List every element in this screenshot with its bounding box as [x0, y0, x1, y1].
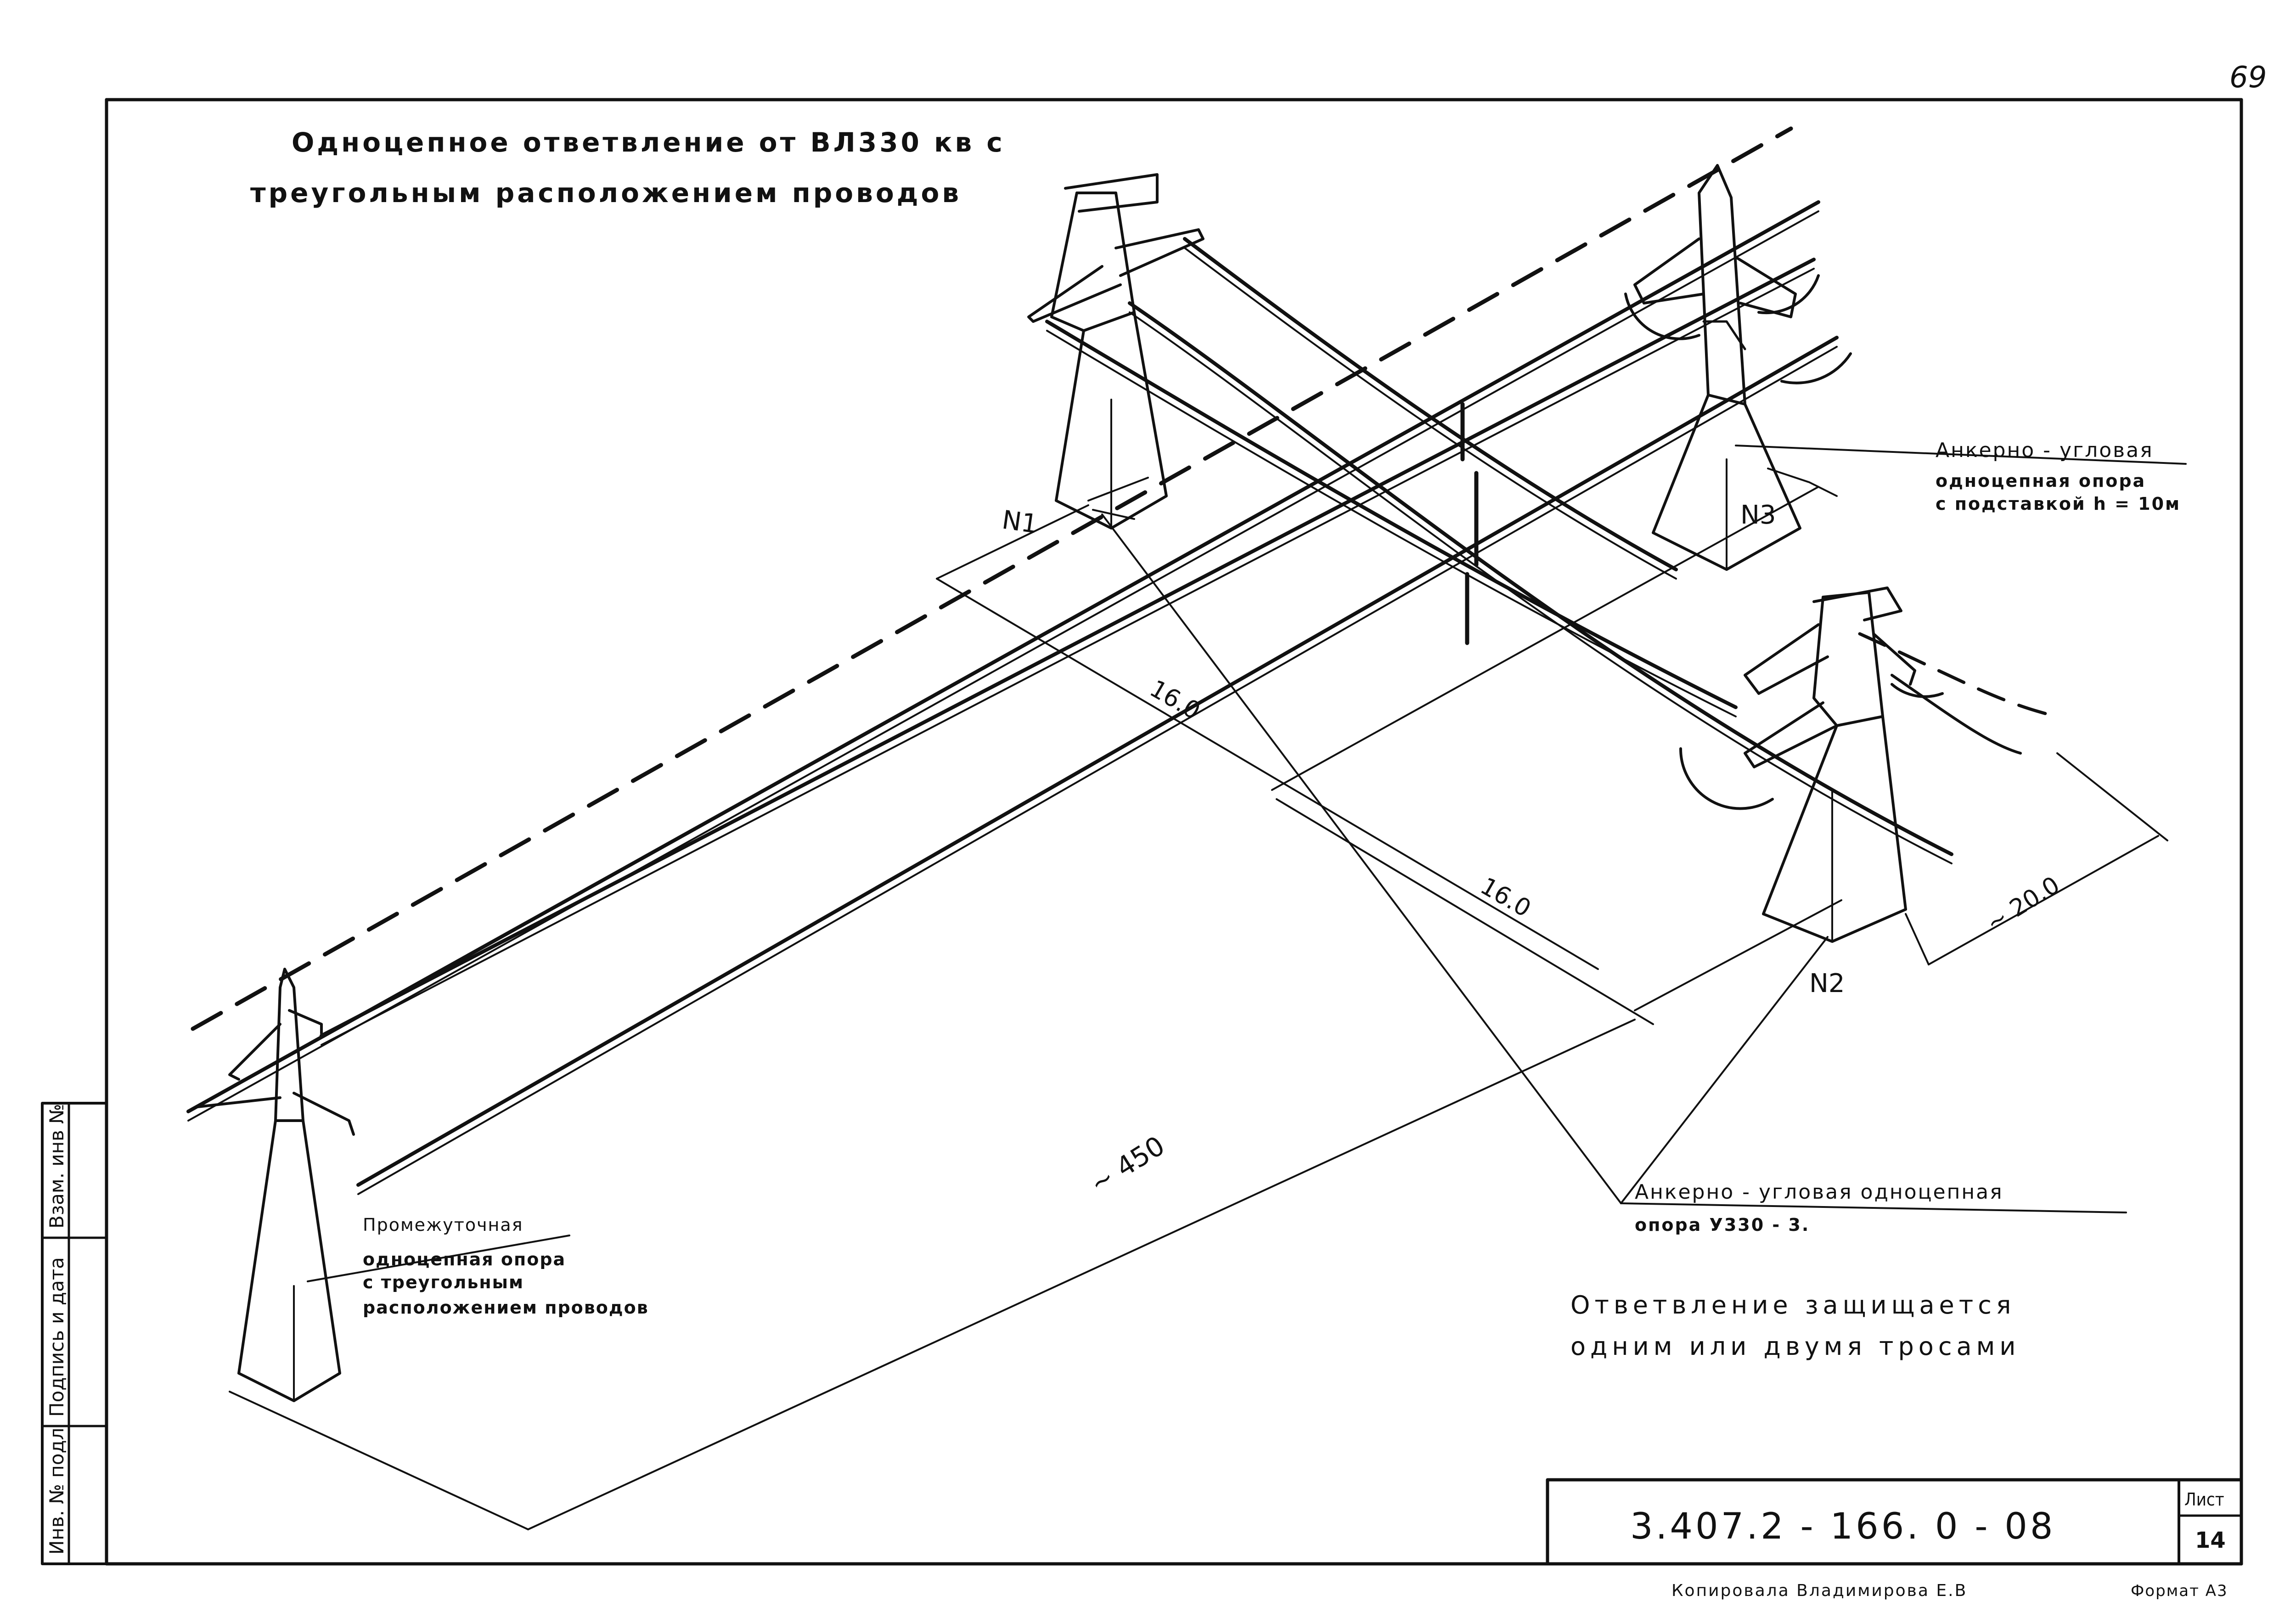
stamp-signature-date: Подпись и дата: [45, 1257, 68, 1417]
svg-text:с треугольным: с треугольным: [363, 1272, 524, 1292]
branch-conductor-1: [1183, 237, 1678, 571]
stamp-replacement-inventory: Взам. инв №: [45, 1104, 68, 1229]
note-intermediate-support: Промежуточная одноцепная опора с треугол…: [363, 1215, 649, 1318]
svg-text:опора У330 - 3.: опора У330 - 3.: [1635, 1215, 1810, 1235]
document-number: 3.407.2 - 166. 0 - 08: [1630, 1506, 2056, 1547]
dimension-lines: [229, 445, 2187, 1530]
svg-text:одноцепная опора: одноцепная опора: [1936, 471, 2146, 491]
sheet-label: Лист: [2184, 1489, 2224, 1510]
copied-by: Копировала Владимирова Е.В: [1671, 1581, 1967, 1600]
note-protection: Ответвление защищается одним или двумя т…: [1570, 1291, 2020, 1361]
support-label-n1: N1: [1000, 505, 1040, 539]
svg-text:одним или двумя тросами: одним или двумя тросами: [1570, 1332, 2020, 1361]
sheet-format: Формат А3: [2131, 1582, 2228, 1600]
support-n2: [1679, 586, 1944, 943]
drawing-title-line1: Одноцепное ответвление от ВЛ330 кв с: [292, 127, 1005, 158]
dimension-label-20: ~ 20.0: [1981, 871, 2065, 937]
support-intermediate: [196, 968, 355, 1402]
dimension-label-450: ~ 450: [1084, 1130, 1170, 1200]
power-line-isometric: N1 N3 N2 16.0 16.0 ~ 20.0 ~ 450: [186, 126, 2187, 1530]
title-block: 3.407.2 - 166. 0 - 08 Лист 14: [1546, 1478, 2243, 1566]
drawing-title-line2: треугольным расположением проводов: [250, 177, 962, 209]
svg-text:с подставкой h = 10м: с подставкой h = 10м: [1936, 494, 2181, 514]
page-number: 69: [2229, 61, 2267, 95]
svg-text:одноцепная опора: одноцепная опора: [363, 1249, 566, 1269]
support-label-n2: N2: [1809, 969, 1845, 998]
branch-conductor-3: [1128, 301, 1953, 856]
svg-text:Анкерно - угловая одноцепная: Анкерно - угловая одноцепная: [1635, 1180, 2003, 1204]
support-label-n3: N3: [1740, 500, 1776, 530]
svg-text:Анкерно - угловая: Анкерно - угловая: [1936, 439, 2154, 462]
branch-ground-wire: [1858, 632, 2059, 718]
main-conductor-3: [356, 336, 1839, 1187]
stamp-inventory-number: Инв. № подл: [45, 1428, 68, 1555]
sheet-number: 14: [2195, 1528, 2226, 1553]
svg-text:Промежуточная: Промежуточная: [363, 1215, 523, 1235]
svg-text:расположением проводов: расположением проводов: [363, 1297, 649, 1318]
support-n1: [1027, 173, 1204, 530]
branch-conductor-2: [1045, 320, 1738, 709]
ground-wire-dashed: [191, 126, 1793, 1031]
svg-text:Ответвление защищается: Ответвление защищается: [1570, 1291, 2015, 1320]
side-stamp: Инв. № подл Подпись и дата Взам. инв №: [41, 1102, 108, 1565]
note-anchor-corner-n2: Анкерно - угловая одноцепная опора У330 …: [1635, 1180, 2003, 1235]
main-conductor-2: [320, 258, 1816, 1038]
main-conductor-1: [186, 200, 1820, 1113]
note-anchor-corner-n3: Анкерно - угловая одноцепная опора с под…: [1936, 439, 2181, 514]
support-n3: [1624, 164, 1852, 571]
